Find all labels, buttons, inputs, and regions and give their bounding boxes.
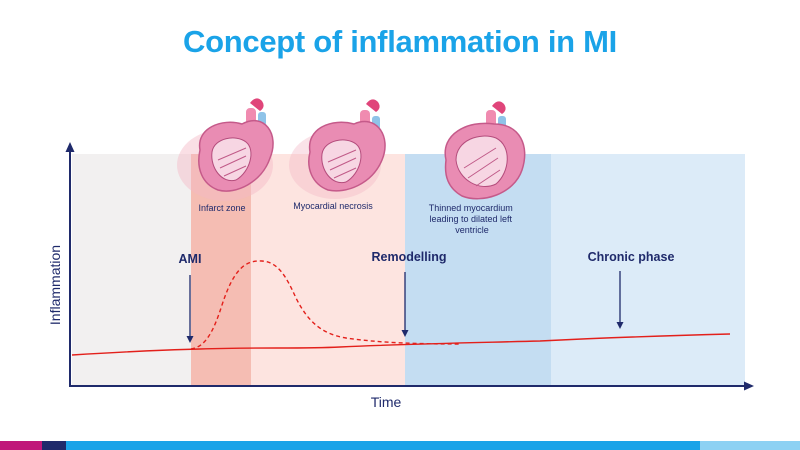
y-axis — [65, 142, 75, 386]
label-remodelling: Remodelling — [371, 250, 446, 264]
footer-stripe-blue — [66, 441, 700, 450]
footer-stripe-light-blue — [700, 441, 800, 450]
heart-necrosis-icon — [289, 99, 386, 199]
caption-myocardial-necrosis: Myocardial necrosis — [293, 201, 373, 211]
x-axis-label: Time — [371, 394, 402, 410]
y-axis-label: Inflammation — [47, 245, 63, 325]
x-axis — [69, 381, 754, 391]
slide-title: Concept of inflammation in MI — [183, 24, 617, 59]
band-chronic-phase — [551, 154, 745, 386]
band-ami — [191, 154, 251, 386]
heart-infarct-zone-icon — [177, 98, 274, 201]
acute-inflammation-curve — [190, 260, 461, 350]
arrow-ami — [186, 275, 194, 343]
baseline-inflammation-curve — [71, 333, 731, 356]
label-ami: AMI — [179, 252, 202, 266]
caption-thinned-myocardium: Thinned myocardium leading to dilated le… — [429, 203, 516, 235]
arrow-remodelling — [401, 272, 409, 337]
footer-stripe-purple — [0, 441, 42, 450]
heart-dilated-ventricle-icon — [444, 101, 526, 200]
footer-stripe-navy — [42, 441, 66, 450]
label-chronic-phase: Chronic phase — [588, 250, 675, 264]
band-pre-ami — [72, 154, 191, 386]
caption-infarct-zone: Infarct zone — [198, 203, 245, 213]
arrow-chronic-phase — [616, 271, 624, 329]
